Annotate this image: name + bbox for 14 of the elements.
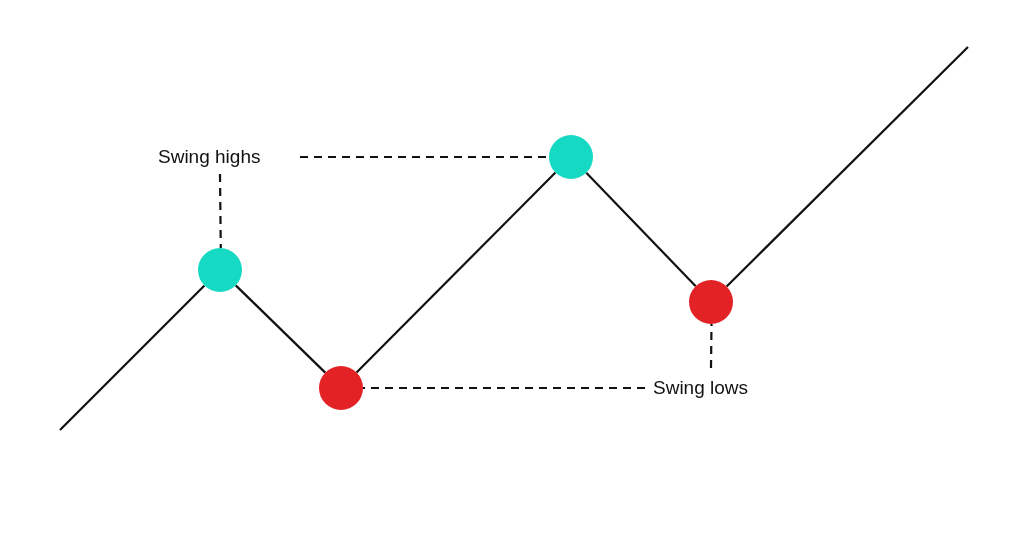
- callout-label: Swing highs: [158, 145, 261, 169]
- price-line: [585, 172, 697, 287]
- point-marker: [198, 248, 242, 292]
- leader-line: [218, 174, 222, 249]
- leader-line: [709, 323, 713, 368]
- point-marker: [319, 366, 363, 410]
- callout-label: Swing lows: [653, 376, 749, 400]
- price-line: [355, 171, 557, 374]
- price-line: [235, 284, 326, 374]
- point-marker: [689, 280, 733, 324]
- leader-line: [300, 155, 549, 159]
- price-line: [59, 284, 206, 431]
- price-line: [725, 46, 969, 288]
- point-marker: [549, 135, 593, 179]
